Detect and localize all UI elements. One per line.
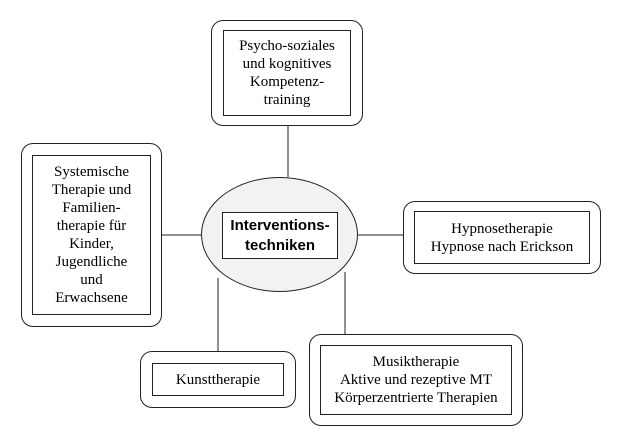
center-label-box: Interventions- techniken <box>222 212 338 259</box>
node-left-box: Systemische Therapie und Familien- thera… <box>32 155 151 315</box>
center-label-line-2: techniken <box>244 236 316 254</box>
node-bottom-right-line-3: Körperzentrierte Therapien <box>334 390 498 406</box>
node-top-box: Psycho-soziales und kognitives Kompetenz… <box>223 30 351 116</box>
node-left-line-5: Kinder, <box>69 236 114 252</box>
node-bottom-right-line-1: Musiktherapie <box>372 354 460 370</box>
node-bottom-left-line-1: Kunsttherapie <box>175 371 261 388</box>
node-left-line-6: Jugendliche <box>55 254 128 270</box>
node-right-line-1: Hypnosetherapie <box>451 220 553 237</box>
node-bottom-right-line-2: Aktive und rezeptive MT <box>339 372 493 388</box>
node-right-line-2: Hypnose nach Erickson <box>430 238 574 255</box>
node-top-line-4: training <box>263 92 311 108</box>
node-bottom-left-box: Kunsttherapie <box>152 363 284 396</box>
node-top-line-1: Psycho-soziales <box>239 38 335 54</box>
node-left-line-2: Therapie und <box>51 182 132 198</box>
node-left-line-8: Erwachsene <box>55 290 128 306</box>
node-left-line-7: und <box>80 272 103 288</box>
node-right-box: Hypnosetherapie Hypnose nach Erickson <box>414 211 590 264</box>
node-top-line-2: und kognitives <box>242 56 332 72</box>
node-left-line-3: Familien- <box>62 200 121 216</box>
node-bottom-right-box: Musiktherapie Aktive und rezeptive MT Kö… <box>320 345 512 415</box>
center-label-line-1: Interventions- <box>230 216 330 234</box>
node-top-line-3: Kompetenz- <box>249 74 325 90</box>
node-left-line-4: therapie für <box>56 218 127 234</box>
node-left-line-1: Systemische <box>54 164 129 180</box>
